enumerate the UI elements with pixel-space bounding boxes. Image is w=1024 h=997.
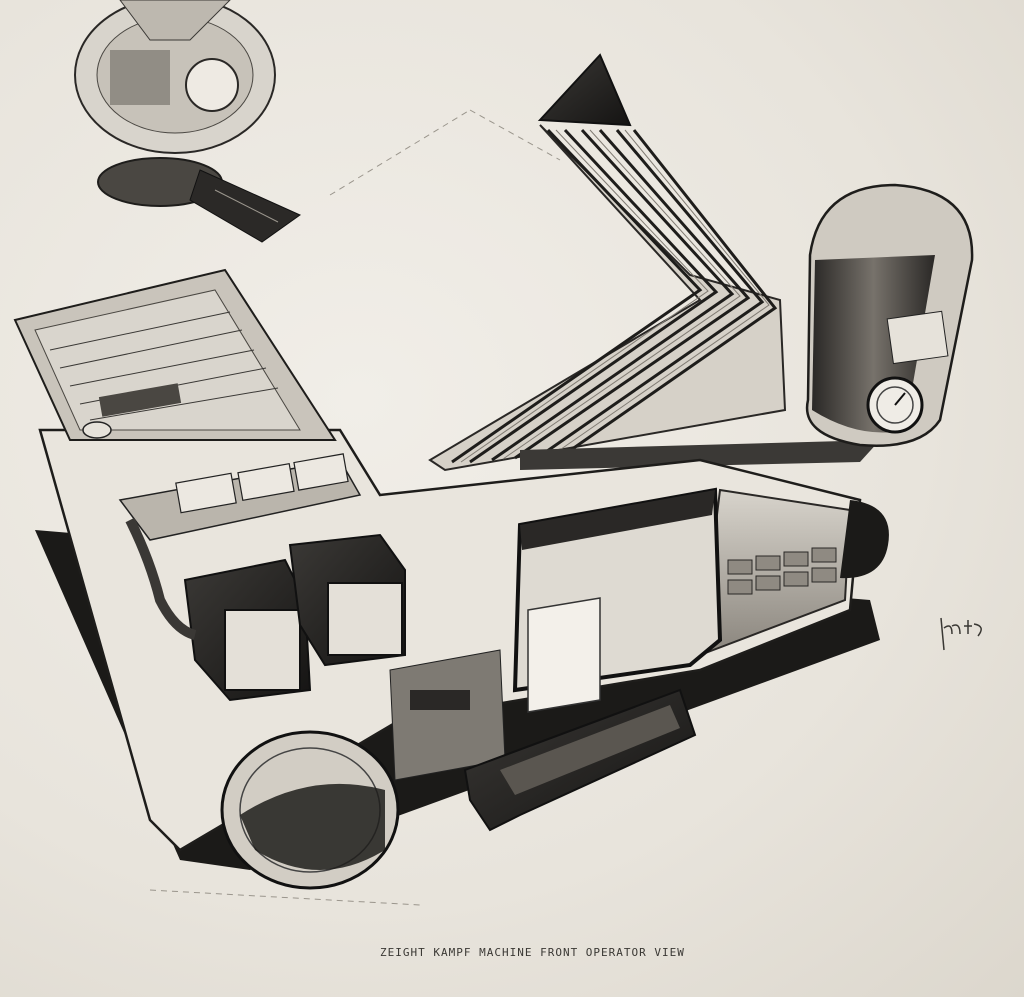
artist-signature [940, 617, 982, 651]
bellows-arm [428, 53, 880, 472]
eye-dome [74, 0, 302, 243]
main-chassis [13, 268, 889, 890]
construction-lines [149, 109, 561, 906]
capsule-cylinder [805, 183, 974, 447]
figure-caption: ZEIGHT KAMPF MACHINE FRONT OPERATOR VIEW [380, 946, 685, 959]
